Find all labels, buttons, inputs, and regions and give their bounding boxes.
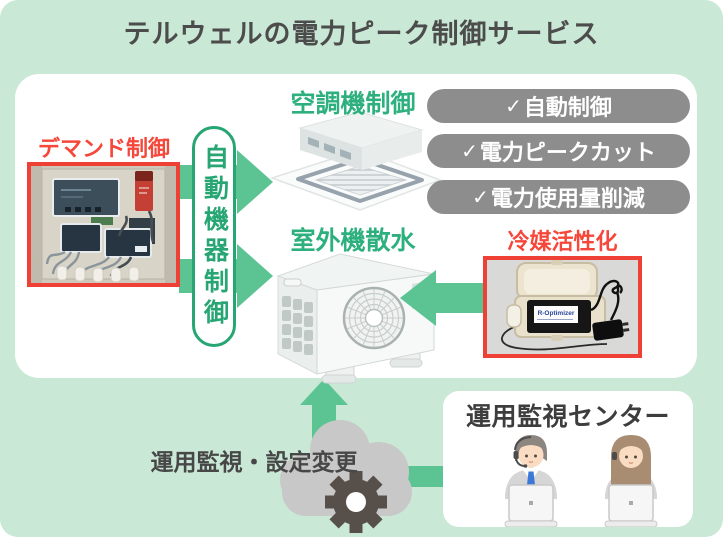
monitoring-center-box: 運用監視センター <box>443 391 693 527</box>
r-optimizer-device-illustration: R-Optimizer <box>487 260 638 354</box>
arrow-left-head-icon <box>400 270 436 326</box>
ceiling-ac-unit-illustration <box>262 108 446 218</box>
demand-control-cabinet-illustration <box>31 166 176 283</box>
ac-control-label: 空調機制御 <box>290 90 416 118</box>
check-icon: ✓ <box>461 140 478 163</box>
benefit-pill-usage-reduction: ✓ 電力使用量削減 <box>427 180 690 214</box>
cloud-icon <box>280 420 412 533</box>
outdoor-spray-label: 室外機散水 <box>290 227 416 255</box>
benefit-label: 自動制御 <box>523 95 612 120</box>
cloud-center-connector <box>408 466 446 487</box>
arrow-top-head-icon <box>237 150 273 214</box>
demand-control-label: デマンド制御 <box>37 136 170 161</box>
page-title: テルウェルの電力ピーク制御サービス <box>123 19 600 49</box>
refrigerant-photo: R-Optimizer <box>483 256 642 358</box>
operators-illustration <box>504 435 658 527</box>
demand-control-photo <box>27 162 180 287</box>
benefit-label: 電力使用量削減 <box>490 186 645 211</box>
cloud-gear-group <box>276 410 418 537</box>
refrigerant-label: 冷媒活性化 <box>507 229 618 254</box>
benefit-label: 電力ピークカット <box>479 140 656 165</box>
female-operator-icon <box>604 435 658 527</box>
gear-icon <box>325 471 387 533</box>
monitoring-caption: 運用監視・設定変更 <box>150 449 358 475</box>
auto-device-control-pill: 自動機器制御 <box>192 126 236 347</box>
monitoring-center-label: 運用監視センター <box>465 403 670 431</box>
device-label-text: R-Optimizer <box>538 310 575 317</box>
check-icon: ✓ <box>472 186 489 209</box>
check-icon: ✓ <box>505 95 522 118</box>
auto-device-control-label: 自動機器制御 <box>200 143 229 330</box>
benefit-pill-peak-cut: ✓ 電力ピークカット <box>427 134 690 168</box>
outdoor-ac-unit-illustration <box>274 246 444 384</box>
benefit-pill-auto-control: ✓ 自動制御 <box>427 89 690 123</box>
male-operator-icon <box>504 435 558 527</box>
arrow-bottom-head-icon <box>237 244 273 308</box>
arrow-left-bar <box>434 283 483 313</box>
